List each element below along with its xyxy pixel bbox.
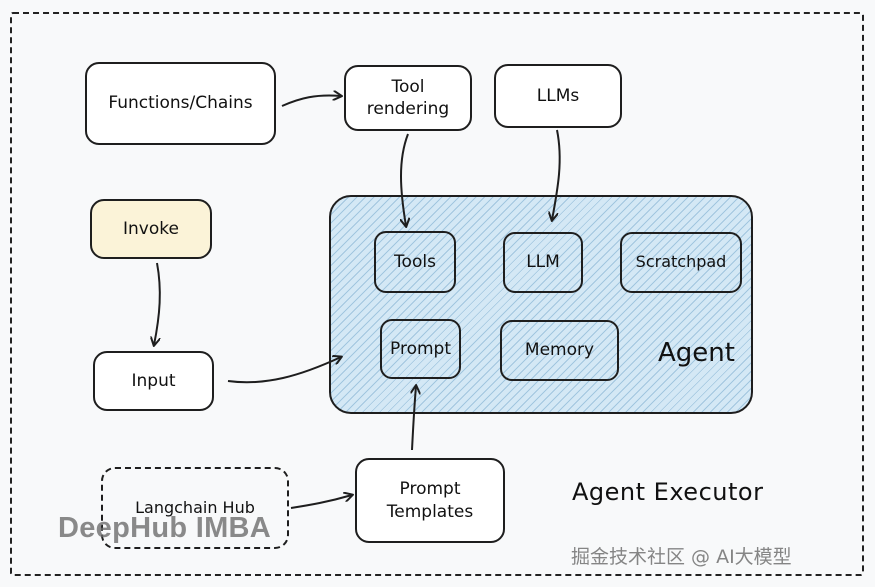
edge-langchain-hub-to-prompt-templates	[290, 495, 352, 509]
langchain-hub-node: Langchain Hub	[101, 467, 289, 549]
memory-node: Memory	[500, 320, 619, 381]
llms-node: LLMs	[494, 64, 622, 128]
edge-input-to-agent	[227, 357, 341, 384]
watermark-left: DeepHub IMBA	[58, 512, 272, 544]
llm-node: LLM	[503, 232, 583, 293]
invoke-node: Invoke	[90, 199, 212, 259]
scratchpad-node: Scratchpad	[620, 232, 742, 293]
edge-prompt-templates-to-prompt	[412, 386, 416, 451]
edge-functions-to-tool-rendering	[281, 95, 341, 107]
agent-executor-frame	[10, 12, 864, 576]
agent-executor-label: Agent Executor	[572, 478, 764, 506]
watermark-right: 掘金技术社区 @ AI大模型	[571, 546, 792, 568]
tool-rendering-node: Tool rendering	[344, 65, 472, 131]
functions-chains-node: Functions/Chains	[85, 62, 276, 145]
edge-llms-to-llm	[552, 129, 561, 220]
edge-tool-rendering-to-tools	[401, 133, 408, 226]
tools-node: Tools	[374, 231, 456, 293]
prompt-node: Prompt	[380, 319, 461, 379]
agent-label: Agent	[658, 338, 735, 368]
edge-invoke-to-input	[154, 262, 161, 345]
prompt-templates-node: Prompt Templates	[355, 458, 505, 543]
input-node: Input	[93, 351, 214, 411]
